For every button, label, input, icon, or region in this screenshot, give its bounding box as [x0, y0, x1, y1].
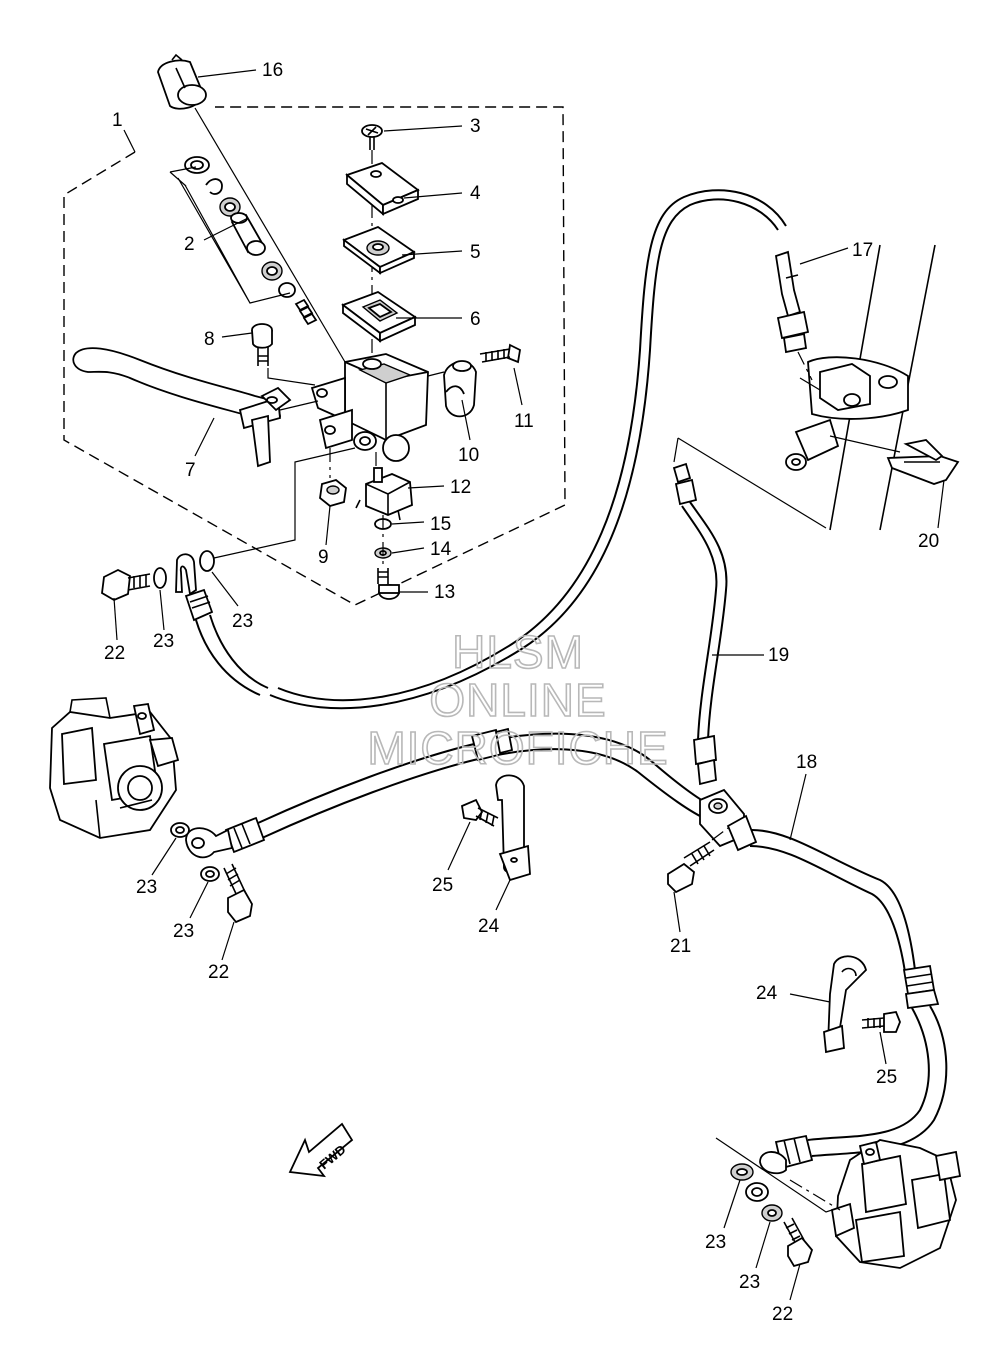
callout-15: 15	[430, 514, 451, 535]
callout-14: 14	[430, 539, 452, 560]
axis-17	[797, 351, 813, 381]
part-23-washer-upper-b	[199, 550, 215, 572]
watermark-line-1: HLSM	[452, 626, 584, 678]
callout-labels: 16 1 3 4 5 6 2 8 11 7 10 12 9 15 14 13 1…	[104, 60, 939, 1325]
callout-17: 17	[852, 240, 873, 261]
part-13-screw	[377, 568, 400, 600]
part-5-plate	[342, 225, 416, 275]
leader-lower-caliper	[715, 1137, 839, 1213]
part-20-clip	[886, 439, 960, 485]
leader-2-a	[169, 171, 187, 187]
callout-11: 11	[514, 411, 534, 432]
leader-2-b	[169, 166, 197, 173]
watermark-line-3: MICROFICHE	[367, 722, 668, 774]
part-3-screw	[361, 124, 383, 150]
axis-21	[711, 827, 729, 841]
part-7-lever	[72, 347, 319, 468]
master-cylinder-body	[310, 353, 429, 462]
callout-18: 18	[796, 752, 817, 773]
callout-23-upper-a: 23	[153, 631, 174, 652]
callout-23-right-a: 23	[705, 1232, 726, 1253]
callout-23-left-a: 23	[136, 877, 157, 898]
hose-middle	[185, 727, 713, 859]
callout-25-lower: 25	[876, 1067, 897, 1088]
watermark-line-2: ONLINE	[429, 674, 606, 726]
callout-12: 12	[450, 477, 471, 498]
part-2-piston-kit	[184, 156, 318, 326]
part-23-washer-upper-a	[153, 567, 167, 589]
part-23-washer-right-b	[745, 1182, 769, 1202]
callout-13: 13	[434, 582, 455, 603]
callout-23-right-b: 23	[739, 1272, 760, 1293]
callout-24-lower: 24	[756, 983, 778, 1004]
part-21-bolt	[667, 841, 715, 894]
callout-5: 5	[470, 242, 481, 263]
callout-3: 3	[470, 116, 481, 137]
callout-22-left: 22	[208, 962, 229, 983]
caliper-right	[830, 1139, 962, 1269]
callout-4: 4	[470, 183, 481, 204]
watermark: HLSM ONLINE MICROFICHE	[367, 625, 669, 775]
part-22-banjo-bolt-left	[223, 863, 253, 924]
leader-banjo-to-body	[213, 447, 356, 559]
callout-2: 2	[184, 234, 195, 255]
leader-16-to-body	[194, 107, 346, 363]
part-23-washer-right-c	[761, 1204, 783, 1222]
bracket-2	[177, 177, 291, 304]
callout-1: 1	[112, 110, 123, 131]
part-22-banjo-bolt-right	[783, 1217, 814, 1268]
part-16-boot	[157, 53, 207, 110]
callout-22-right: 22	[772, 1304, 793, 1325]
assembly-boundary	[63, 106, 566, 606]
hose-upper-left	[175, 189, 787, 710]
callout-7: 7	[185, 460, 196, 481]
leader-7-pivot	[267, 368, 316, 386]
fork-and-caliper-upper	[785, 244, 936, 531]
callout-23-left-b: 23	[173, 921, 194, 942]
callout-24-mid: 24	[478, 916, 500, 937]
part-22-banjo-bolt-upper	[101, 568, 151, 602]
callout-19: 19	[768, 645, 789, 666]
callout-9: 9	[318, 547, 329, 568]
hose-joint	[699, 788, 758, 852]
caliper-left	[49, 697, 180, 839]
part-24-guide-mid	[495, 774, 531, 882]
callout-22-upper: 22	[104, 643, 125, 664]
part-23-washer-left-b	[200, 866, 220, 882]
part-9-nut	[319, 479, 347, 507]
callout-10: 10	[458, 445, 479, 466]
fwd-arrow: FWD	[288, 1122, 354, 1178]
part-4-cap	[345, 161, 420, 216]
part-24-guide-lower	[823, 955, 867, 1054]
callout-20: 20	[918, 531, 939, 552]
part-23-washer-right-a	[730, 1163, 754, 1181]
part-19-brake-pipe	[672, 437, 827, 786]
callout-6: 6	[470, 309, 481, 330]
callout-21: 21	[670, 936, 691, 957]
callout-16: 16	[262, 60, 283, 81]
leader-20	[829, 435, 901, 453]
callout-23-upper-b: 23	[232, 611, 253, 632]
leader-lines	[113, 69, 945, 1301]
part-17-hose-end	[774, 250, 810, 354]
part-23-washer-left-a	[170, 822, 190, 838]
leader-10-11	[427, 371, 445, 377]
part-6-diaphragm	[341, 290, 417, 343]
axis-lower-caliper	[789, 1179, 841, 1211]
callout-25-mid: 25	[432, 875, 453, 896]
callout-8: 8	[204, 329, 215, 350]
part-25-bolt-mid	[460, 798, 499, 827]
part-18-hose-lower	[749, 829, 948, 1175]
part-10-holder	[443, 360, 477, 418]
part-25-bolt-lower	[861, 1010, 901, 1033]
part-12-switch	[355, 467, 413, 521]
part-11-bolt	[479, 343, 521, 364]
part-8-pivot-bolt	[251, 323, 273, 366]
